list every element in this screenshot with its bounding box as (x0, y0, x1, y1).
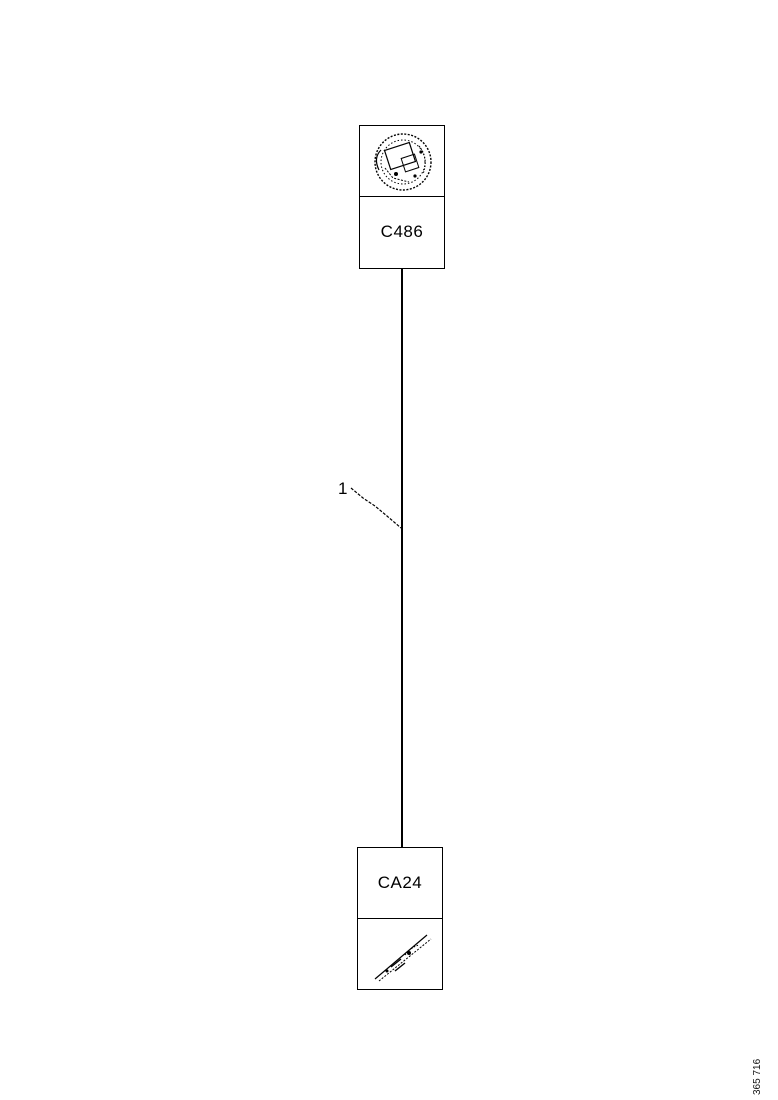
connector-code-label: C486 (380, 221, 424, 241)
connector-ca24: CA24 (357, 847, 443, 990)
wire-callout-number: 1 (338, 479, 348, 498)
connector-ca24-image (358, 918, 442, 988)
connector-c486: C486 (359, 125, 445, 269)
round-connector-plug-icon (374, 133, 432, 191)
wire-line (401, 269, 403, 847)
connector-c486-label-cell: C486 (360, 196, 444, 266)
connector-c486-image (360, 126, 444, 196)
callout-leader-line (350, 487, 402, 529)
connector-code-label: CA24 (377, 873, 423, 892)
image-id-text: 365 716 (752, 1058, 763, 1095)
connector-ca24-label-cell: CA24 (358, 848, 442, 918)
wire-harness-clip-icon (374, 934, 432, 981)
